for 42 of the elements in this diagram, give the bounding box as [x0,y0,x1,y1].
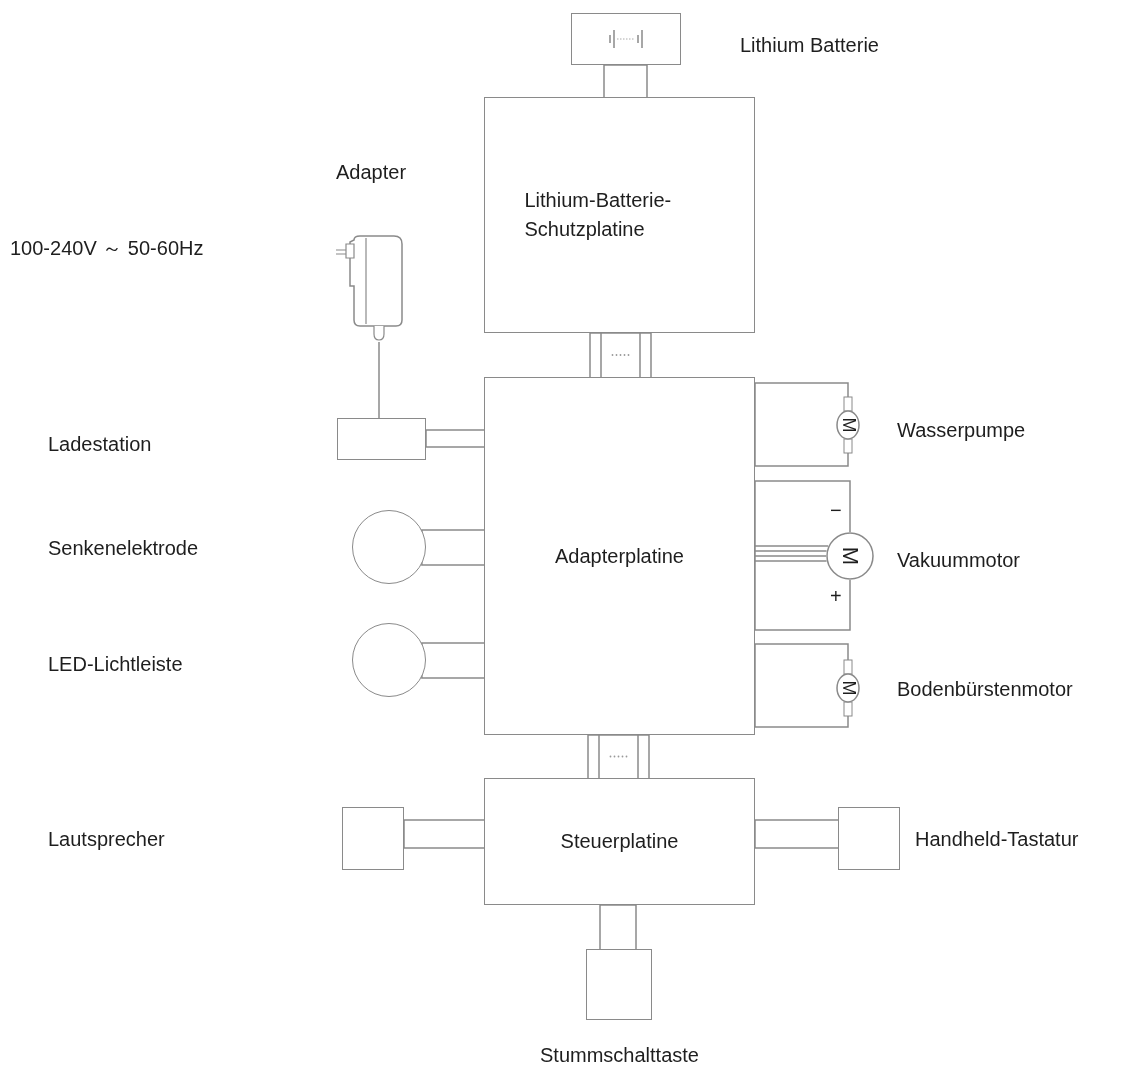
board-label: Adapterplatine [555,543,684,569]
board-label: Steuerplatine [560,829,679,854]
component-label: Handheld-Tastatur [915,827,1079,851]
component-box [571,13,681,65]
component-label: Bodenbürstenmotor [897,677,1073,701]
cable [378,341,380,419]
wire-bundle [754,819,839,849]
component-label: Stummschalttaste [540,1043,699,1067]
component-box [838,807,900,870]
wire-bundle [589,332,652,378]
voltage-label: 100-240V ～ 50-60Hz [10,236,204,260]
component-label: LED-Lichtleiste [48,652,183,676]
wire-bundle [754,480,851,631]
control-board [484,778,755,905]
component-label: Lithium Batterie [740,33,879,57]
wire-bundle [754,382,849,467]
motor-symbol [826,532,874,580]
board-label: Lithium-Batterie-Schutzplatine [524,188,673,242]
motor-symbol [836,397,860,453]
wire-bundle [425,429,485,448]
protection-board [484,97,755,333]
wire-bundle [403,819,485,849]
polarity-sign: − [830,498,842,522]
component-label: Adapter [336,160,407,184]
component-box [337,418,426,460]
motor-symbol [836,660,860,716]
polarity-sign: + [830,584,842,608]
component-box [342,807,404,870]
motor-letter: M [839,417,857,433]
motor-letter: M [839,546,861,566]
component-label: Ladestation [48,432,152,456]
wire-bundle [603,64,648,98]
component-label: Lautsprecher [48,827,165,851]
component-box [586,949,652,1020]
component-label: Wasserpumpe [897,418,1026,442]
wire-bundle [587,734,650,779]
wire-bundle [754,643,849,728]
component-label: Vakuummotor [897,548,1020,572]
component-label: Senkenelektrode [48,536,199,560]
motor-letter: M [839,680,857,696]
adapter-board [484,377,755,735]
wire-bundle [599,904,637,950]
